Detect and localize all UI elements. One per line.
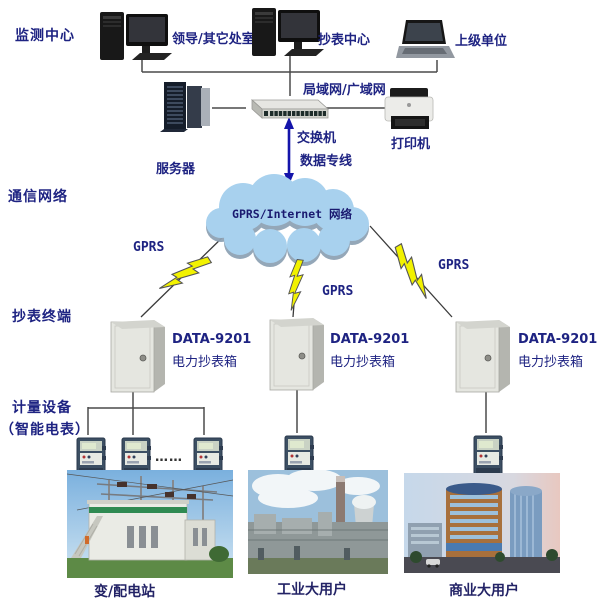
- label-meter-reading-center: 抄表中心: [318, 33, 371, 48]
- label-gprs-left: GPRS: [133, 240, 165, 255]
- switch-icon: [250, 99, 330, 119]
- label-superior-unit: 上级单位: [455, 34, 508, 49]
- label-printer: 打印机: [391, 137, 431, 152]
- caption-industrial-user: 工业大用户: [277, 582, 347, 598]
- label-gprs-right: GPRS: [438, 258, 470, 273]
- label-cabinet3-model: DATA-9201: [518, 332, 598, 347]
- laptop-superior-unit: [396, 18, 456, 62]
- label-switch: 交换机: [297, 131, 337, 146]
- lightning-bolt-left: [159, 256, 213, 289]
- desktop-computer-icon: [252, 8, 324, 56]
- cabinet-icon: [269, 318, 324, 391]
- network-lines: [141, 54, 438, 109]
- label-cabinet1-name: 电力抄表箱: [172, 355, 238, 370]
- network-switch: [244, 94, 330, 124]
- electric-meter-icon: [75, 437, 107, 486]
- meter-bus-lines: [87, 390, 487, 437]
- section-monitoring-center: 监测中心: [15, 28, 75, 44]
- desktop-computer-meter-center: [250, 4, 328, 62]
- meter-cabinet-1: [108, 318, 168, 394]
- photo-industrial-user: [248, 470, 388, 574]
- caption-substation: 变/配电站: [94, 584, 156, 600]
- label-gprs-middle: GPRS: [322, 284, 354, 299]
- desktop-computer-leader: [98, 8, 176, 66]
- laptop-icon: [396, 20, 455, 58]
- server-icon: [160, 82, 210, 132]
- label-lan-wan: 局域网/广域网: [303, 83, 386, 98]
- label-cabinet3-name: 电力抄表箱: [518, 355, 584, 370]
- meter-cabinet-3: [453, 318, 513, 394]
- printer-icon: [384, 88, 434, 129]
- section-smart-meters: （智能电表）: [0, 422, 90, 438]
- label-cabinet1-model: DATA-9201: [172, 332, 252, 347]
- commercial-photo-graphic: [404, 473, 560, 573]
- label-server: 服务器: [156, 162, 196, 177]
- section-communication-network: 通信网络: [8, 189, 68, 205]
- label-cabinet2-model: DATA-9201: [330, 332, 410, 347]
- desktop-computer-icon: [100, 12, 172, 60]
- server: [160, 80, 214, 132]
- gprs-internet-cloud: [206, 174, 369, 267]
- label-leader-offices: 领导/其它处室: [172, 32, 255, 47]
- photo-substation: [67, 470, 233, 578]
- lightning-bolts: [159, 242, 427, 311]
- label-data-line: 数据专线: [300, 154, 353, 169]
- data-line-arrow: [284, 117, 294, 185]
- substation-photo-graphic: [67, 470, 233, 578]
- lightning-bolt-middle: [288, 258, 304, 311]
- photo-commercial-user: [404, 473, 560, 573]
- industrial-photo-graphic: [248, 470, 388, 574]
- meters-ellipsis: ……: [155, 450, 183, 465]
- lightning-bolt-right: [394, 242, 427, 299]
- cabinet-icon: [455, 320, 510, 393]
- label-gprs-internet-cloud: GPRS/Internet 网络: [232, 207, 352, 221]
- cabinet-icon: [110, 320, 165, 393]
- label-cabinet2-name: 电力抄表箱: [330, 355, 396, 370]
- section-meter-terminal: 抄表终端: [12, 309, 72, 325]
- caption-commercial-user: 商业大用户: [449, 583, 519, 599]
- section-metering-equipment: 计量设备: [12, 400, 72, 416]
- printer: [382, 86, 438, 136]
- meter-cabinet-2: [267, 316, 327, 392]
